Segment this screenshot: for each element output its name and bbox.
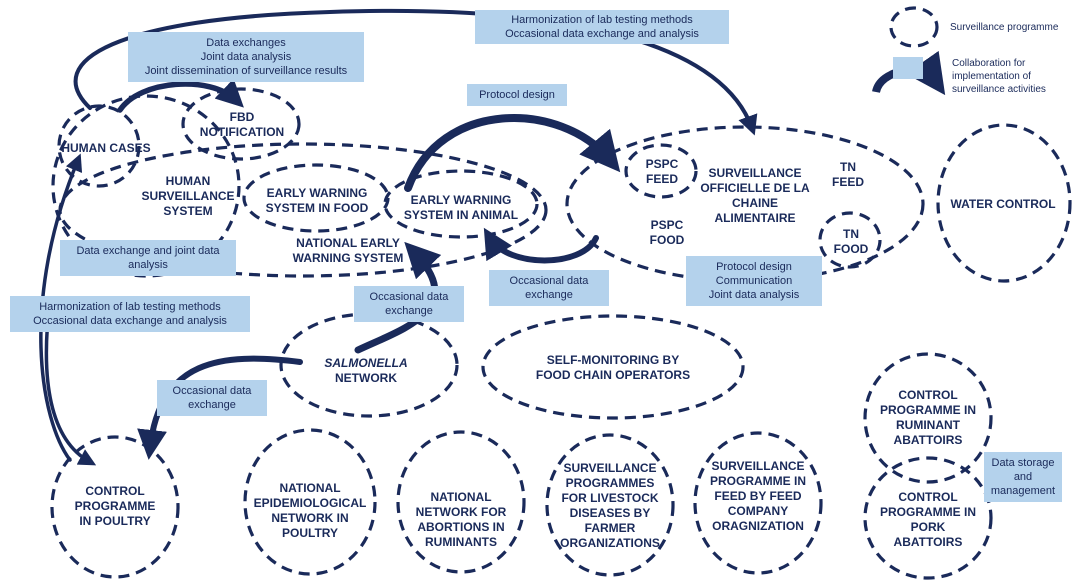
socha-label: SURVEILLANCE OFFICIELLE DE LA CHAINE ALI…	[700, 166, 810, 225]
harmonization-left-line2: Occasional data exchange and analysis	[33, 315, 227, 327]
data-storage-box: Data storage and management	[984, 452, 1062, 502]
arrow-harmonization-left	[39, 153, 83, 462]
water-control-label: WATER CONTROL	[950, 197, 1056, 211]
pspc-feed-node	[624, 143, 698, 199]
harmonization-left-box: Harmonization of lab testing methods Occ…	[10, 296, 250, 332]
tn-food-label: TN FOOD	[833, 227, 869, 256]
human-surveillance-node	[51, 94, 241, 278]
arrow-harmonization-top	[73, 8, 758, 136]
legend-collaboration-box	[893, 57, 923, 79]
arrow-occasional-right	[483, 227, 599, 264]
abortions-label: NATIONAL NETWORK FOR ABORTIONS IN RUMINA…	[415, 490, 507, 549]
national-ew-label: NATIONAL EARLY WARNING SYSTEM	[292, 236, 404, 265]
occasional-left-box: Occasional data exchange	[157, 380, 267, 416]
ew-food-label: EARLY WARNING SYSTEM IN FOOD	[265, 186, 369, 215]
feed-company-label: SURVEILLANCE PROGRAMME IN FEED BY FEED C…	[710, 459, 806, 533]
data-storage-line2: and	[1013, 471, 1033, 483]
livestock-node	[545, 433, 675, 577]
occasional-left-line2: exchange	[188, 399, 236, 411]
water-control-node	[936, 123, 1072, 283]
protocol-comm-box: Protocol design Communication Joint data…	[686, 256, 822, 306]
data-exchange-joint-line1: Data exchange and joint data	[76, 245, 220, 257]
data-exchange-joint-box: Data exchange and joint data analysis	[60, 240, 236, 276]
data-exchanges-line1: Data exchanges	[206, 37, 286, 49]
ruminant-abattoirs-label: CONTROL PROGRAMME IN RUMINANT ABATTOIRS	[880, 388, 976, 447]
protocol-comm-line1: Protocol design	[716, 261, 792, 273]
occasional-right-line2: exchange	[525, 289, 573, 301]
harmonization-left-line1: Harmonization of lab testing methods	[39, 301, 221, 313]
feed-company-node	[693, 431, 823, 575]
salmonella-network-label: NETWORK	[335, 371, 397, 385]
harmonization-top-line1: Harmonization of lab testing methods	[511, 14, 693, 26]
self-monitoring-node	[481, 314, 745, 420]
pork-abattoirs-node	[863, 456, 993, 580]
livestock-label: SURVEILLANCE PROGRAMMES FOR LIVESTOCK DI…	[560, 461, 660, 550]
occasional-right-line1: Occasional data	[509, 275, 589, 287]
data-storage-line3: management	[990, 485, 1056, 497]
fbd-notification-label: FBD NOTIFICATION	[199, 110, 285, 139]
pspc-feed-label: PSPC FEED	[645, 157, 679, 186]
legend-collaboration-text: Collaboration for implementation of surv…	[952, 58, 1046, 95]
control-poultry-node	[50, 435, 180, 579]
human-cases-node	[57, 104, 141, 188]
data-exchange-joint-line2: analysis	[128, 259, 168, 271]
data-exchanges-line3: Joint dissemination of surveillance resu…	[144, 65, 348, 77]
arrow-data-exchanges-1	[117, 78, 244, 113]
data-exchanges-line2: Joint data analysis	[200, 51, 292, 63]
protocol-design-text: Protocol design	[479, 89, 555, 101]
occasional-right-box: Occasional data exchange	[489, 270, 609, 306]
occasional-mid-line2: exchange	[385, 305, 433, 317]
arrow-protocol-design	[404, 114, 621, 192]
tn-food-node	[818, 211, 882, 269]
ew-animal-node	[383, 169, 539, 239]
pork-abattoirs-label: CONTROL PROGRAMME IN PORK ABATTOIRS	[880, 490, 976, 549]
data-storage-line1: Data storage	[991, 457, 1055, 469]
protocol-comm-line3: Joint data analysis	[708, 289, 800, 301]
occasional-mid-box: Occasional data exchange	[354, 286, 464, 322]
abortions-node	[396, 430, 526, 574]
occasional-mid-line1: Occasional data	[369, 291, 449, 303]
epi-poultry-node	[243, 428, 377, 576]
tn-feed-label: TN FEED	[831, 160, 864, 189]
arrow-occasional-left	[137, 355, 303, 460]
epi-poultry-label: NATIONAL EPIDEMIOLOGICAL NETWORK IN POUL…	[253, 481, 367, 540]
harmonization-top-box: Harmonization of lab testing methods Occ…	[475, 10, 729, 44]
self-monitoring-label: SELF-MONITORING BY FOOD CHAIN OPERATORS	[535, 353, 691, 382]
control-poultry-label: CONTROL PROGRAMME IN POULTRY	[74, 484, 156, 528]
harmonization-top-line2: Occasional data exchange and analysis	[505, 28, 699, 40]
ew-animal-label: EARLY WARNING SYSTEM IN ANIMAL	[403, 193, 519, 222]
occasional-left-line1: Occasional data	[172, 385, 252, 397]
legend-programme-text: Surveillance programme	[950, 22, 1059, 33]
human-cases-label: HUMAN CASES	[61, 141, 151, 155]
pspc-food-label: PSPC FOOD	[649, 218, 685, 247]
human-surveillance-label: HUMAN SURVEILLANCE SYSTEM	[141, 174, 235, 218]
protocol-design-box: Protocol design	[467, 84, 567, 106]
salmonella-italic-label: SALMONELLA	[324, 356, 408, 370]
legend-programme-symbol	[889, 6, 939, 48]
protocol-comm-line2: Communication	[715, 275, 793, 287]
data-exchanges-box: Data exchanges Joint data analysis Joint…	[128, 32, 364, 82]
ruminant-abattoirs-node	[863, 352, 993, 484]
